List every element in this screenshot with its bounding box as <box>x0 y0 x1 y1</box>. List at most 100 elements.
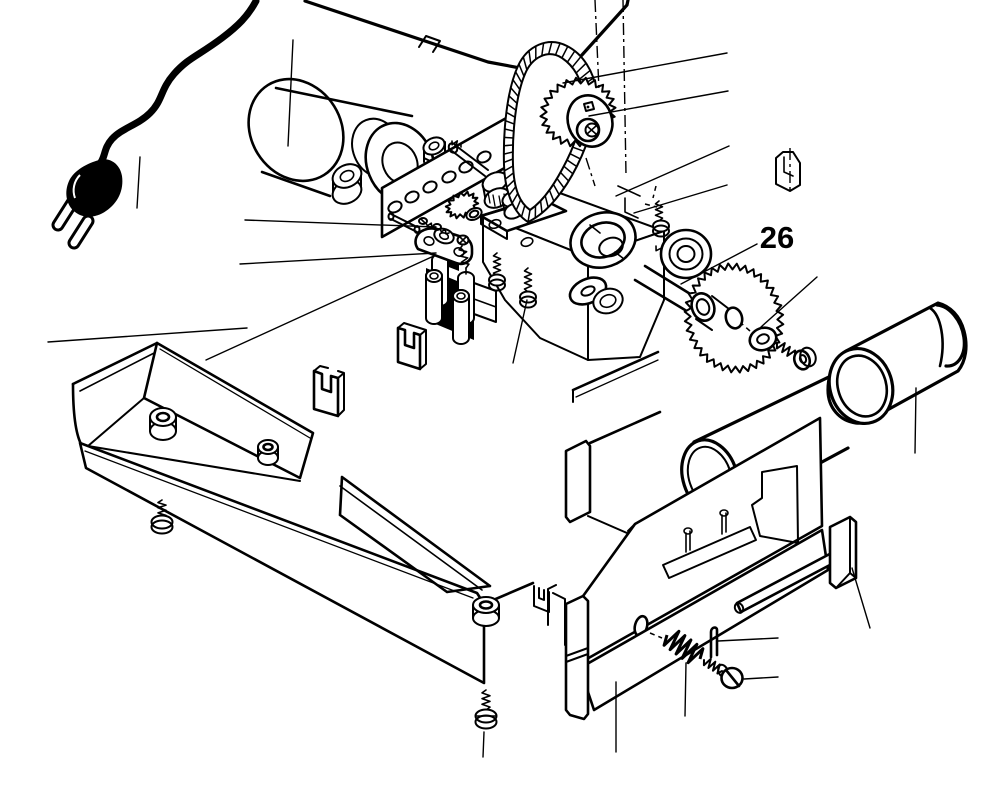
plug-body <box>66 159 123 217</box>
belt-tooth <box>504 172 514 180</box>
slot-pin <box>719 509 729 535</box>
adjuster-screws <box>418 217 450 235</box>
belt-tooth <box>503 144 514 147</box>
pulley-key <box>583 101 595 112</box>
leader-tray <box>47 327 248 343</box>
plate-hole <box>422 180 438 194</box>
foot-screw <box>474 689 498 730</box>
flange-bearing <box>569 211 637 269</box>
plate-hole <box>476 150 492 164</box>
belt-tooth <box>571 56 582 68</box>
belt-tooth <box>561 46 569 59</box>
end-cap <box>826 301 968 425</box>
electric-motor <box>247 77 451 205</box>
shaft-hub <box>690 292 730 331</box>
tray-front-wall <box>78 441 486 685</box>
leader-adjusters <box>244 219 437 228</box>
motor-front-lug <box>331 163 363 205</box>
leader-footscrew <box>482 731 485 758</box>
cover-screw <box>652 200 670 238</box>
housing-window <box>751 465 799 544</box>
belt-tooth <box>572 146 584 152</box>
belt-tooth <box>508 95 518 104</box>
leader-endcap <box>914 387 917 454</box>
plate-hole <box>387 200 403 214</box>
spacer-washer <box>568 276 624 315</box>
belt-teeth <box>503 41 597 223</box>
belt-tooth <box>503 165 514 172</box>
belt-tooth <box>527 209 531 223</box>
gearbox-screw <box>519 267 537 309</box>
roller-box <box>564 350 683 558</box>
housing-slot <box>662 526 757 579</box>
slot-pin <box>683 527 693 553</box>
bracket-tab <box>775 151 801 192</box>
slotted-screw <box>702 657 744 690</box>
belt-tooth <box>503 158 514 164</box>
belt-tooth <box>569 153 581 160</box>
bracket-screw <box>456 234 470 275</box>
leader-bracket2 <box>205 254 437 361</box>
belt-tooth <box>566 50 576 63</box>
belt-tooth <box>544 195 549 208</box>
leader-26 <box>680 243 758 285</box>
belt-tooth <box>559 171 570 182</box>
roller-block <box>425 253 497 345</box>
mounting-boss <box>149 407 177 441</box>
belt-tooth <box>566 159 578 168</box>
belt-tooth <box>505 119 515 125</box>
leader-endblock <box>851 567 871 629</box>
belt-tooth <box>507 103 517 111</box>
belt-tooth <box>503 151 514 155</box>
leader-cord <box>136 156 141 209</box>
tension-spring <box>662 629 705 665</box>
housing-lower-strip <box>578 528 830 712</box>
belt-tooth <box>552 183 560 196</box>
leader-screwB <box>512 299 528 364</box>
plate-pin-screw <box>447 140 489 177</box>
callout-26-label: 26 <box>760 220 794 255</box>
cover-notch <box>418 35 441 53</box>
side-housing <box>564 416 830 721</box>
belt-tooth <box>578 69 591 80</box>
belt-tooth <box>518 63 525 77</box>
belt-tooth <box>504 136 514 139</box>
leader-pin <box>717 637 779 642</box>
leader-belt <box>562 52 728 84</box>
belt-tooth <box>504 128 514 132</box>
plate-hole <box>441 170 457 184</box>
leader-screw <box>633 184 728 214</box>
tray-rim-notch <box>533 585 550 613</box>
leader-slotscrew <box>743 676 779 680</box>
leader-blade <box>760 276 818 328</box>
center-lines <box>585 0 791 639</box>
belt-tooth <box>528 50 532 65</box>
feed-bracket <box>414 217 497 345</box>
pulley-bolt <box>584 122 600 138</box>
belt-tooth <box>575 62 587 74</box>
foot-screw <box>150 499 174 535</box>
base-tray <box>71 341 566 685</box>
belt-tooth <box>512 79 521 91</box>
belt-tooth <box>547 41 553 55</box>
belt-tooth <box>541 42 545 56</box>
leader-lines <box>47 39 917 758</box>
leader-housing2 <box>684 662 687 717</box>
u-clip <box>312 365 345 418</box>
belt-tooth <box>554 42 561 56</box>
pinion-gear <box>444 190 483 222</box>
belt-tooth <box>511 193 519 204</box>
belt-tooth <box>515 199 522 211</box>
mounting-boss <box>472 596 500 627</box>
plug-prong <box>70 217 92 247</box>
belt-tooth <box>506 111 516 118</box>
end-block <box>828 515 858 590</box>
belt-tooth <box>539 200 543 213</box>
ball-bearing <box>659 228 713 280</box>
belt-tooth <box>563 165 574 175</box>
plug-prong <box>54 199 76 229</box>
blade-screw <box>775 342 817 371</box>
belt-tooth <box>522 56 528 71</box>
plate-hole <box>458 160 474 174</box>
